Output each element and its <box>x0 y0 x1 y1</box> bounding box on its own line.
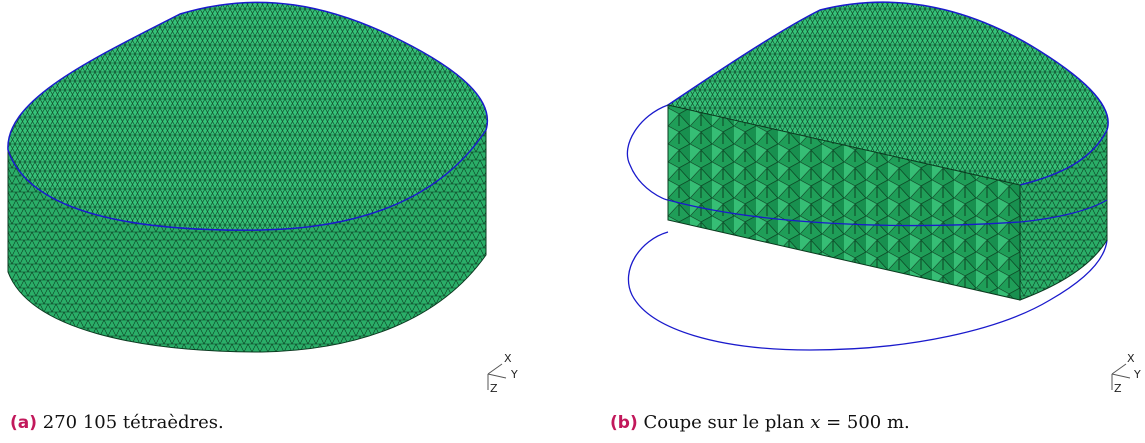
caption-b: (b) Coupe sur le plan x = 500 m. <box>610 412 910 433</box>
panel-a: X Y Z (a) 270 105 tétraèdres. <box>0 0 560 443</box>
outline-top-removed <box>626 104 669 201</box>
axis-x-label: X <box>504 352 512 365</box>
domain-outline <box>667 1 1109 186</box>
mesh-top-face <box>7 2 488 231</box>
caption-equation: = 500 <box>826 412 882 433</box>
axis-z-label: Z <box>1114 382 1122 395</box>
axis-x-label: X <box>1127 352 1135 365</box>
caption-tag: (b) <box>610 413 638 433</box>
mesh-top-face <box>668 2 1109 185</box>
axis-z-label: Z <box>490 382 498 395</box>
caption-tag: (a) <box>10 413 38 433</box>
outline-through-cut <box>667 199 1108 227</box>
axes-triad: X Y Z <box>1108 350 1145 395</box>
panel-b: X Y Z (b) Coupe sur le plan x = 500 m. <box>580 0 1145 443</box>
caption-prefix: Coupe sur le plan <box>643 412 805 433</box>
axes-triad: X Y Z <box>484 350 524 395</box>
caption-unit: m. <box>886 412 910 433</box>
axis-y-label: Y <box>511 368 518 381</box>
mesh-render-full <box>7 1 489 353</box>
cut-plane-face <box>667 104 1021 301</box>
caption-text: 270 105 tétraèdres. <box>42 412 224 433</box>
mesh-render-cut <box>626 1 1109 351</box>
domain-outline <box>7 1 489 231</box>
outline-bottom-removed <box>627 231 1108 351</box>
axis-y-label: Y <box>1134 368 1141 381</box>
caption-variable: x <box>810 412 821 433</box>
caption-a: (a) 270 105 tétraèdres. <box>10 412 224 433</box>
